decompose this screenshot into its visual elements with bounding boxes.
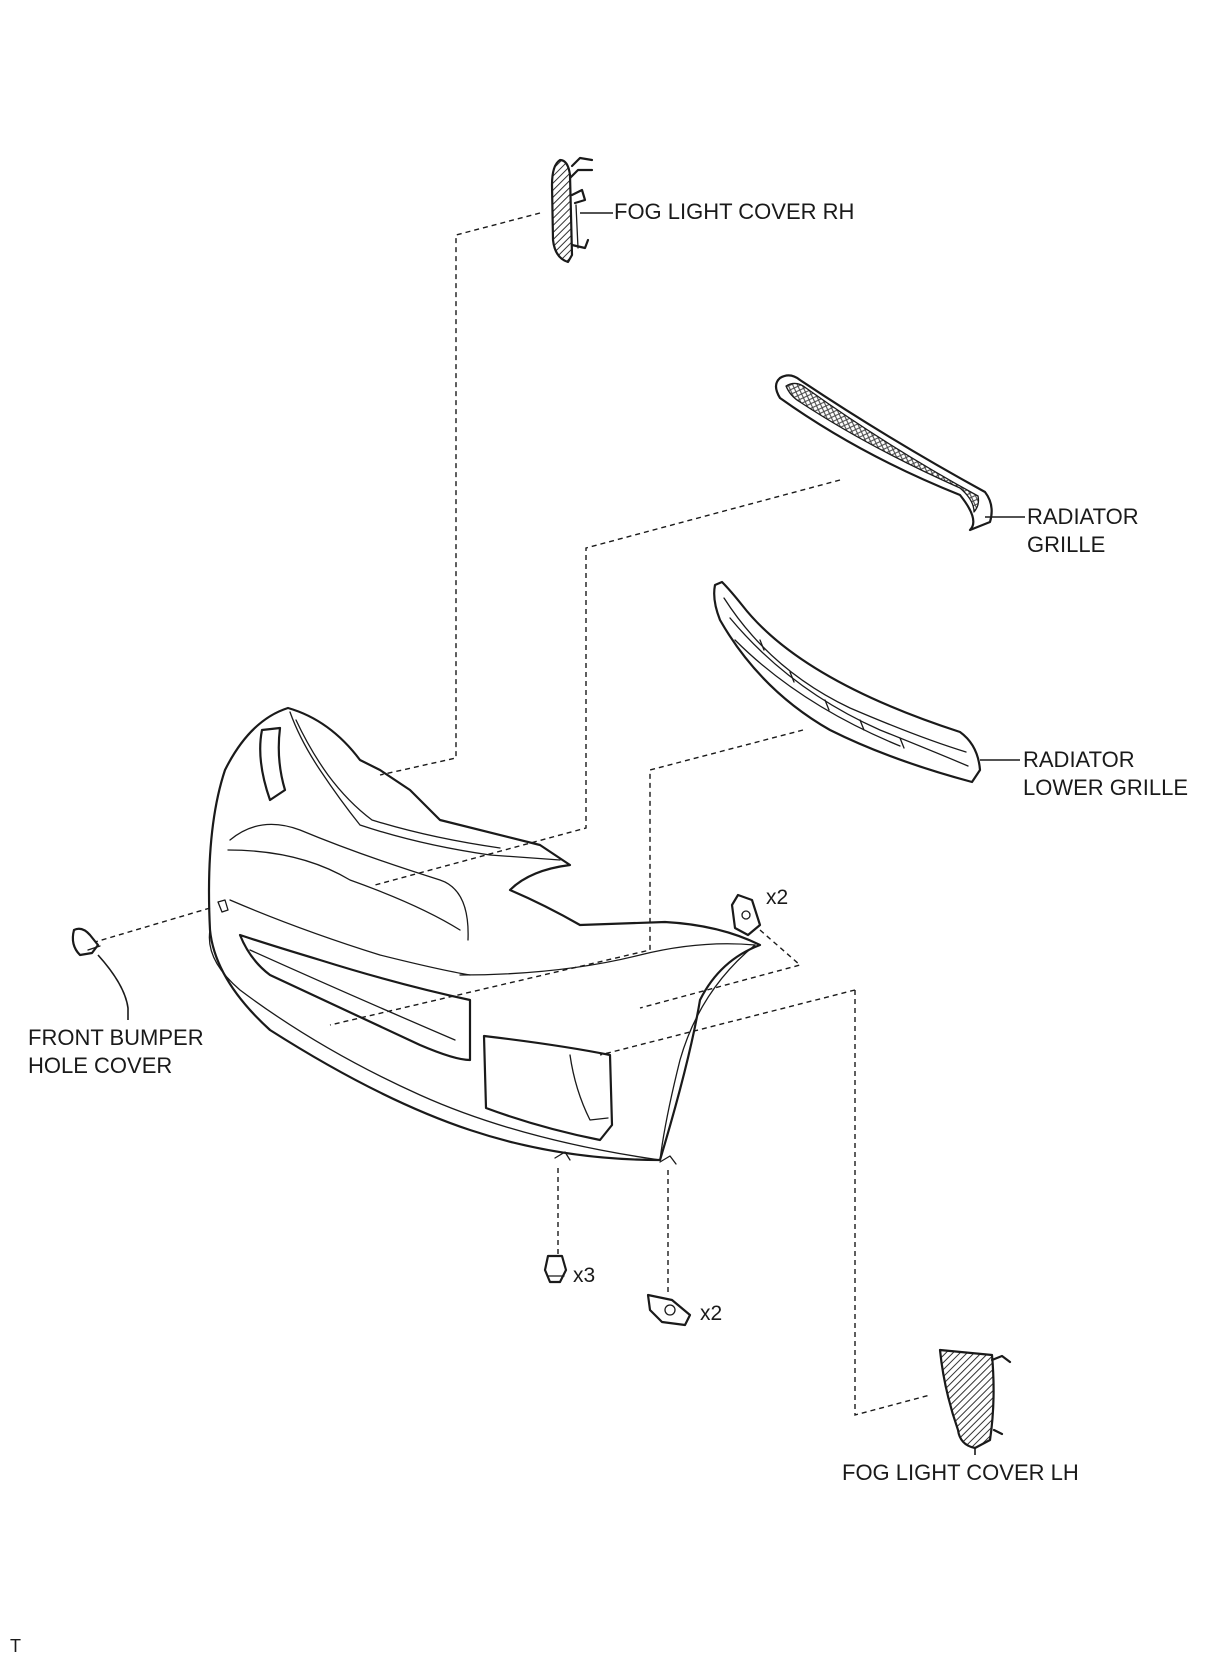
radiator-lower-grille-part <box>713 580 982 784</box>
bottom-screw-quantity: x2 <box>700 1302 723 1325</box>
radiator-grille-part <box>774 374 993 532</box>
assembly-lines <box>94 212 931 1416</box>
front-bumper-hole-cover-label-line2: HOLE COVER <box>28 1053 173 1078</box>
fog-light-cover-rh-part <box>550 156 594 264</box>
bottom-clip-quantity: x3 <box>573 1264 596 1287</box>
front-bumper-part <box>207 706 762 1165</box>
corner-mark: T <box>10 1636 21 1656</box>
front-bumper-hole-cover-part <box>71 927 101 957</box>
radiator-lower-grille-label-line1: RADIATOR <box>1023 747 1135 772</box>
front-bumper-hole-cover-label-line1: FRONT BUMPER <box>28 1025 204 1050</box>
fog-light-cover-lh-part <box>938 1348 1012 1450</box>
fog-light-cover-lh-label: FOG LIGHT COVER LH <box>842 1460 1079 1485</box>
radiator-grille-label-line1: RADIATOR <box>1027 504 1139 529</box>
upper-clip-part <box>730 893 762 937</box>
upper-clip-quantity: x2 <box>766 886 789 909</box>
radiator-lower-grille-label-line2: LOWER GRILLE <box>1023 775 1189 800</box>
bottom-screw-part <box>646 1293 692 1327</box>
leader-lines <box>97 212 1025 1455</box>
bottom-clip-part <box>543 1254 568 1284</box>
radiator-grille-label-line2: GRILLE <box>1027 532 1106 557</box>
fog-light-cover-rh-label: FOG LIGHT COVER RH <box>614 199 855 224</box>
